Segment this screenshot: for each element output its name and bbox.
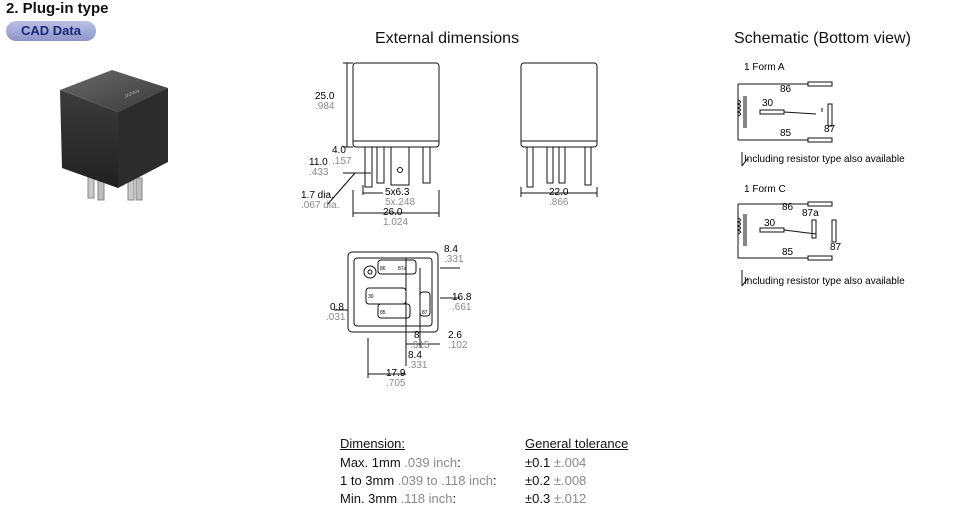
bottom-pin-87: 87 [422, 310, 428, 316]
bottom-pin-87a: 87a [398, 266, 407, 272]
dim-side-mm: 22.0 [549, 187, 569, 198]
dim-4-in: .157 [332, 156, 352, 167]
dim-dia-in: .067 dia. [301, 200, 339, 211]
tolerance-general-header: General tolerance [525, 436, 629, 451]
dim-11-in: .433 [309, 167, 329, 178]
dim-f-mm: 8.4 [408, 350, 422, 361]
tolerance-row-label: Max. 1mm .039 inch: [340, 455, 461, 470]
form-a-pin-87: 87 [824, 124, 836, 135]
schematic-form-a: 1 Form A 86 30 85 87 Including resistor … [736, 62, 905, 167]
dim-d-in: .315 [410, 340, 430, 351]
form-c-pin-85: 85 [782, 247, 794, 258]
dim-11-mm: 11.0 [309, 157, 328, 168]
form-c-pin-86: 86 [782, 202, 794, 213]
dim-f-in: .331 [408, 360, 428, 371]
form-a-pin-86: 86 [780, 84, 792, 95]
tolerance-row-label: Min. 3mm .118 inch: [340, 491, 457, 506]
section-title: 2. Plug-in type [6, 0, 109, 17]
dim-e-mm: 2.6 [448, 330, 462, 341]
dim-g-mm: 17.9 [386, 368, 406, 379]
tolerance-dimension-header: Dimension: [340, 436, 406, 451]
form-c-pin-87: 87 [830, 242, 842, 253]
form-c-note: Including resistor type also available [744, 276, 905, 287]
dim-a-in: .331 [444, 254, 464, 265]
svg-text:JAPAN: JAPAN [124, 88, 141, 100]
front-view-drawing: 25.0 .984 4.0 11.0 .157 .433 1.7 dia. .0… [301, 62, 440, 228]
bottom-pin-85: 85 [380, 310, 386, 316]
dim-c-in: .031 [326, 312, 346, 323]
tolerance-row-value: ±0.3 ±.012 [525, 491, 587, 506]
dim-c-mm: 0.8 [330, 302, 344, 313]
dim-dia-mm: 1.7 dia. [301, 190, 334, 201]
dim-pin-mm: 5x6.3 [385, 187, 410, 198]
bottom-pin-30: 30 [368, 294, 374, 300]
form-c-title: 1 Form C [744, 184, 786, 195]
relay-photo: JAPAN [60, 70, 168, 201]
form-c-pin-30: 30 [764, 218, 776, 229]
form-a-note: Including resistor type also available [744, 154, 905, 165]
dim-width-mm: 26.0 [383, 207, 403, 218]
tolerance-row-value: ±0.2 ±.008 [525, 473, 587, 488]
tolerance-row-value: ±0.1 ±.004 [525, 455, 587, 470]
form-a-title: 1 Form A [744, 62, 785, 73]
dim-pin-in: 5x.248 [385, 197, 415, 208]
schematic-form-c: 1 Form C 86 87a 30 85 87 Including resis… [736, 184, 905, 287]
tolerance-row-label: 1 to 3mm .039 to .118 inch: [340, 473, 497, 488]
form-a-pin-85: 85 [780, 128, 792, 139]
form-c-pin-87a: 87a [802, 208, 819, 219]
dim-g-in: .705 [386, 378, 406, 389]
dim-height-mm: 25.0 [315, 91, 335, 102]
bottom-view-drawing: 86 87a 30 85 87 8.4 .331 16.8 .661 0.8 .… [326, 244, 472, 389]
dim-e-in: .102 [448, 340, 468, 351]
external-dimensions-header: External dimensions [375, 30, 520, 47]
bottom-pin-86: 86 [380, 266, 386, 272]
schematic-header: Schematic (Bottom view) [734, 30, 911, 47]
cad-data-button[interactable]: CAD Data [6, 21, 96, 41]
dim-4-mm: 4.0 [332, 145, 346, 156]
dim-side-in: .866 [549, 197, 569, 208]
form-a-pin-30: 30 [762, 98, 774, 109]
dim-b-in: .661 [452, 302, 472, 313]
side-view-drawing: 22.0 .866 [520, 62, 598, 208]
dim-d-mm: 8 [414, 330, 420, 341]
dim-height-in: .984 [315, 101, 335, 112]
dim-a-mm: 8.4 [444, 244, 458, 255]
dim-b-mm: 16.8 [452, 292, 472, 303]
dim-width-in: 1.024 [383, 217, 408, 228]
